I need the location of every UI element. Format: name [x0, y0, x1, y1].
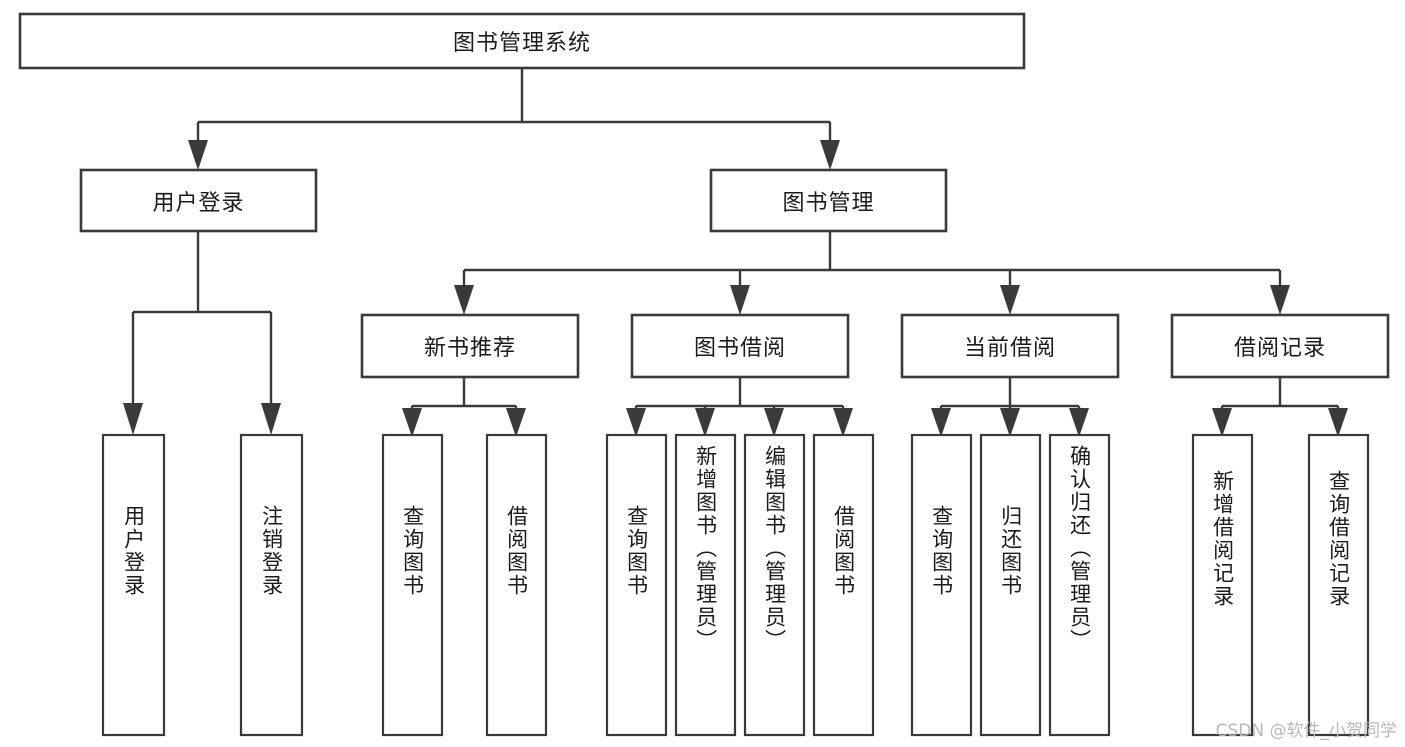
arrowhead-leaf-query-book-3 — [931, 408, 951, 437]
arrowhead-leaf-query-record — [1328, 408, 1348, 437]
arrowhead-leaf-logout — [261, 403, 281, 435]
arrowhead-leaf-user-login — [123, 403, 143, 435]
node-book-manage[interactable] — [709, 168, 948, 233]
arrowhead-new-book-rec — [454, 285, 474, 315]
arrowhead-leaf-add-book — [695, 408, 715, 437]
arrowhead-book-borrow — [730, 285, 750, 315]
node-leaf-borrow-book-1[interactable] — [485, 433, 548, 737]
arrowhead-leaf-borrow-book-1 — [506, 408, 526, 437]
node-leaf-query-book-3[interactable] — [910, 433, 973, 737]
node-leaf-return-book[interactable] — [979, 433, 1042, 737]
arrowhead-leaf-borrow-book-2 — [833, 408, 853, 437]
node-current-borrow[interactable] — [900, 313, 1120, 379]
arrowhead-user-login — [188, 140, 208, 170]
node-borrow-record[interactable] — [1170, 313, 1390, 379]
node-root[interactable] — [18, 12, 1026, 70]
connector-group — [123, 68, 1348, 437]
node-new-book-rec[interactable] — [360, 313, 580, 379]
arrowhead-book-manage — [820, 140, 840, 170]
node-user-login[interactable] — [79, 168, 318, 233]
node-leaf-add-book[interactable] — [674, 433, 737, 737]
node-leaf-edit-book[interactable] — [743, 433, 806, 737]
node-leaf-query-record[interactable] — [1307, 433, 1370, 737]
node-book-borrow[interactable] — [630, 313, 850, 379]
node-box-group — [18, 12, 1390, 737]
node-leaf-borrow-book-2[interactable] — [812, 433, 875, 737]
arrowhead-leaf-return-book — [1000, 408, 1020, 437]
node-leaf-logout[interactable] — [239, 433, 304, 737]
node-leaf-user-login[interactable] — [101, 433, 166, 737]
node-leaf-query-book-2[interactable] — [605, 433, 668, 737]
arrowhead-leaf-query-book-2 — [626, 408, 646, 437]
arrowhead-leaf-query-book-1 — [402, 408, 422, 437]
arrowhead-leaf-add-record — [1212, 408, 1232, 437]
node-leaf-confirm-return[interactable] — [1048, 433, 1111, 737]
arrowhead-current-borrow — [1000, 285, 1020, 315]
node-leaf-query-book-1[interactable] — [381, 433, 444, 737]
arrowhead-leaf-confirm-return — [1069, 408, 1089, 437]
arrowhead-leaf-edit-book — [764, 408, 784, 437]
node-leaf-add-record[interactable] — [1191, 433, 1254, 737]
arrowhead-borrow-record — [1270, 285, 1290, 315]
csdn-watermark: CSDN @软件_小贺同学 — [1215, 721, 1397, 741]
